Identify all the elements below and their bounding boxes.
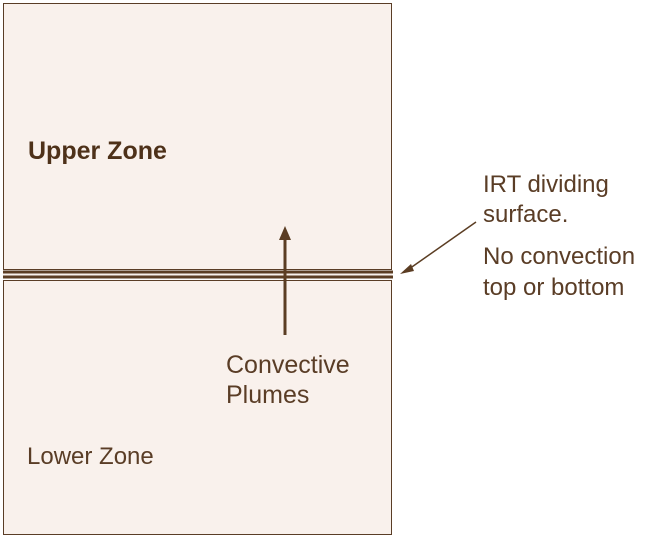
upper-zone-label: Upper Zone <box>28 137 167 165</box>
irt-label-line1: IRT dividing <box>483 171 609 198</box>
surface-pointer-arrow <box>408 221 477 270</box>
lower-zone-box <box>3 280 392 535</box>
plumes-label-line2: Plumes <box>226 381 310 409</box>
irt-label-line2: surface. <box>483 201 569 228</box>
irt-dividing-surface <box>3 271 392 278</box>
plumes-label-line1: Convective <box>226 351 350 379</box>
pointer-arrowhead-icon <box>400 264 414 274</box>
plume-arrowhead-icon <box>279 226 291 240</box>
lower-zone-label: Lower Zone <box>27 443 154 470</box>
convective-plumes-label: Convective Plumes <box>226 350 386 410</box>
noconv-label-line2: top or bottom <box>483 274 625 301</box>
noconv-label-line1: No convection <box>483 243 636 270</box>
upper-zone-box <box>3 3 392 270</box>
no-convection-label: No convection top or bottom <box>483 241 655 303</box>
irt-dividing-surface-label: IRT dividing surface. <box>483 170 653 230</box>
